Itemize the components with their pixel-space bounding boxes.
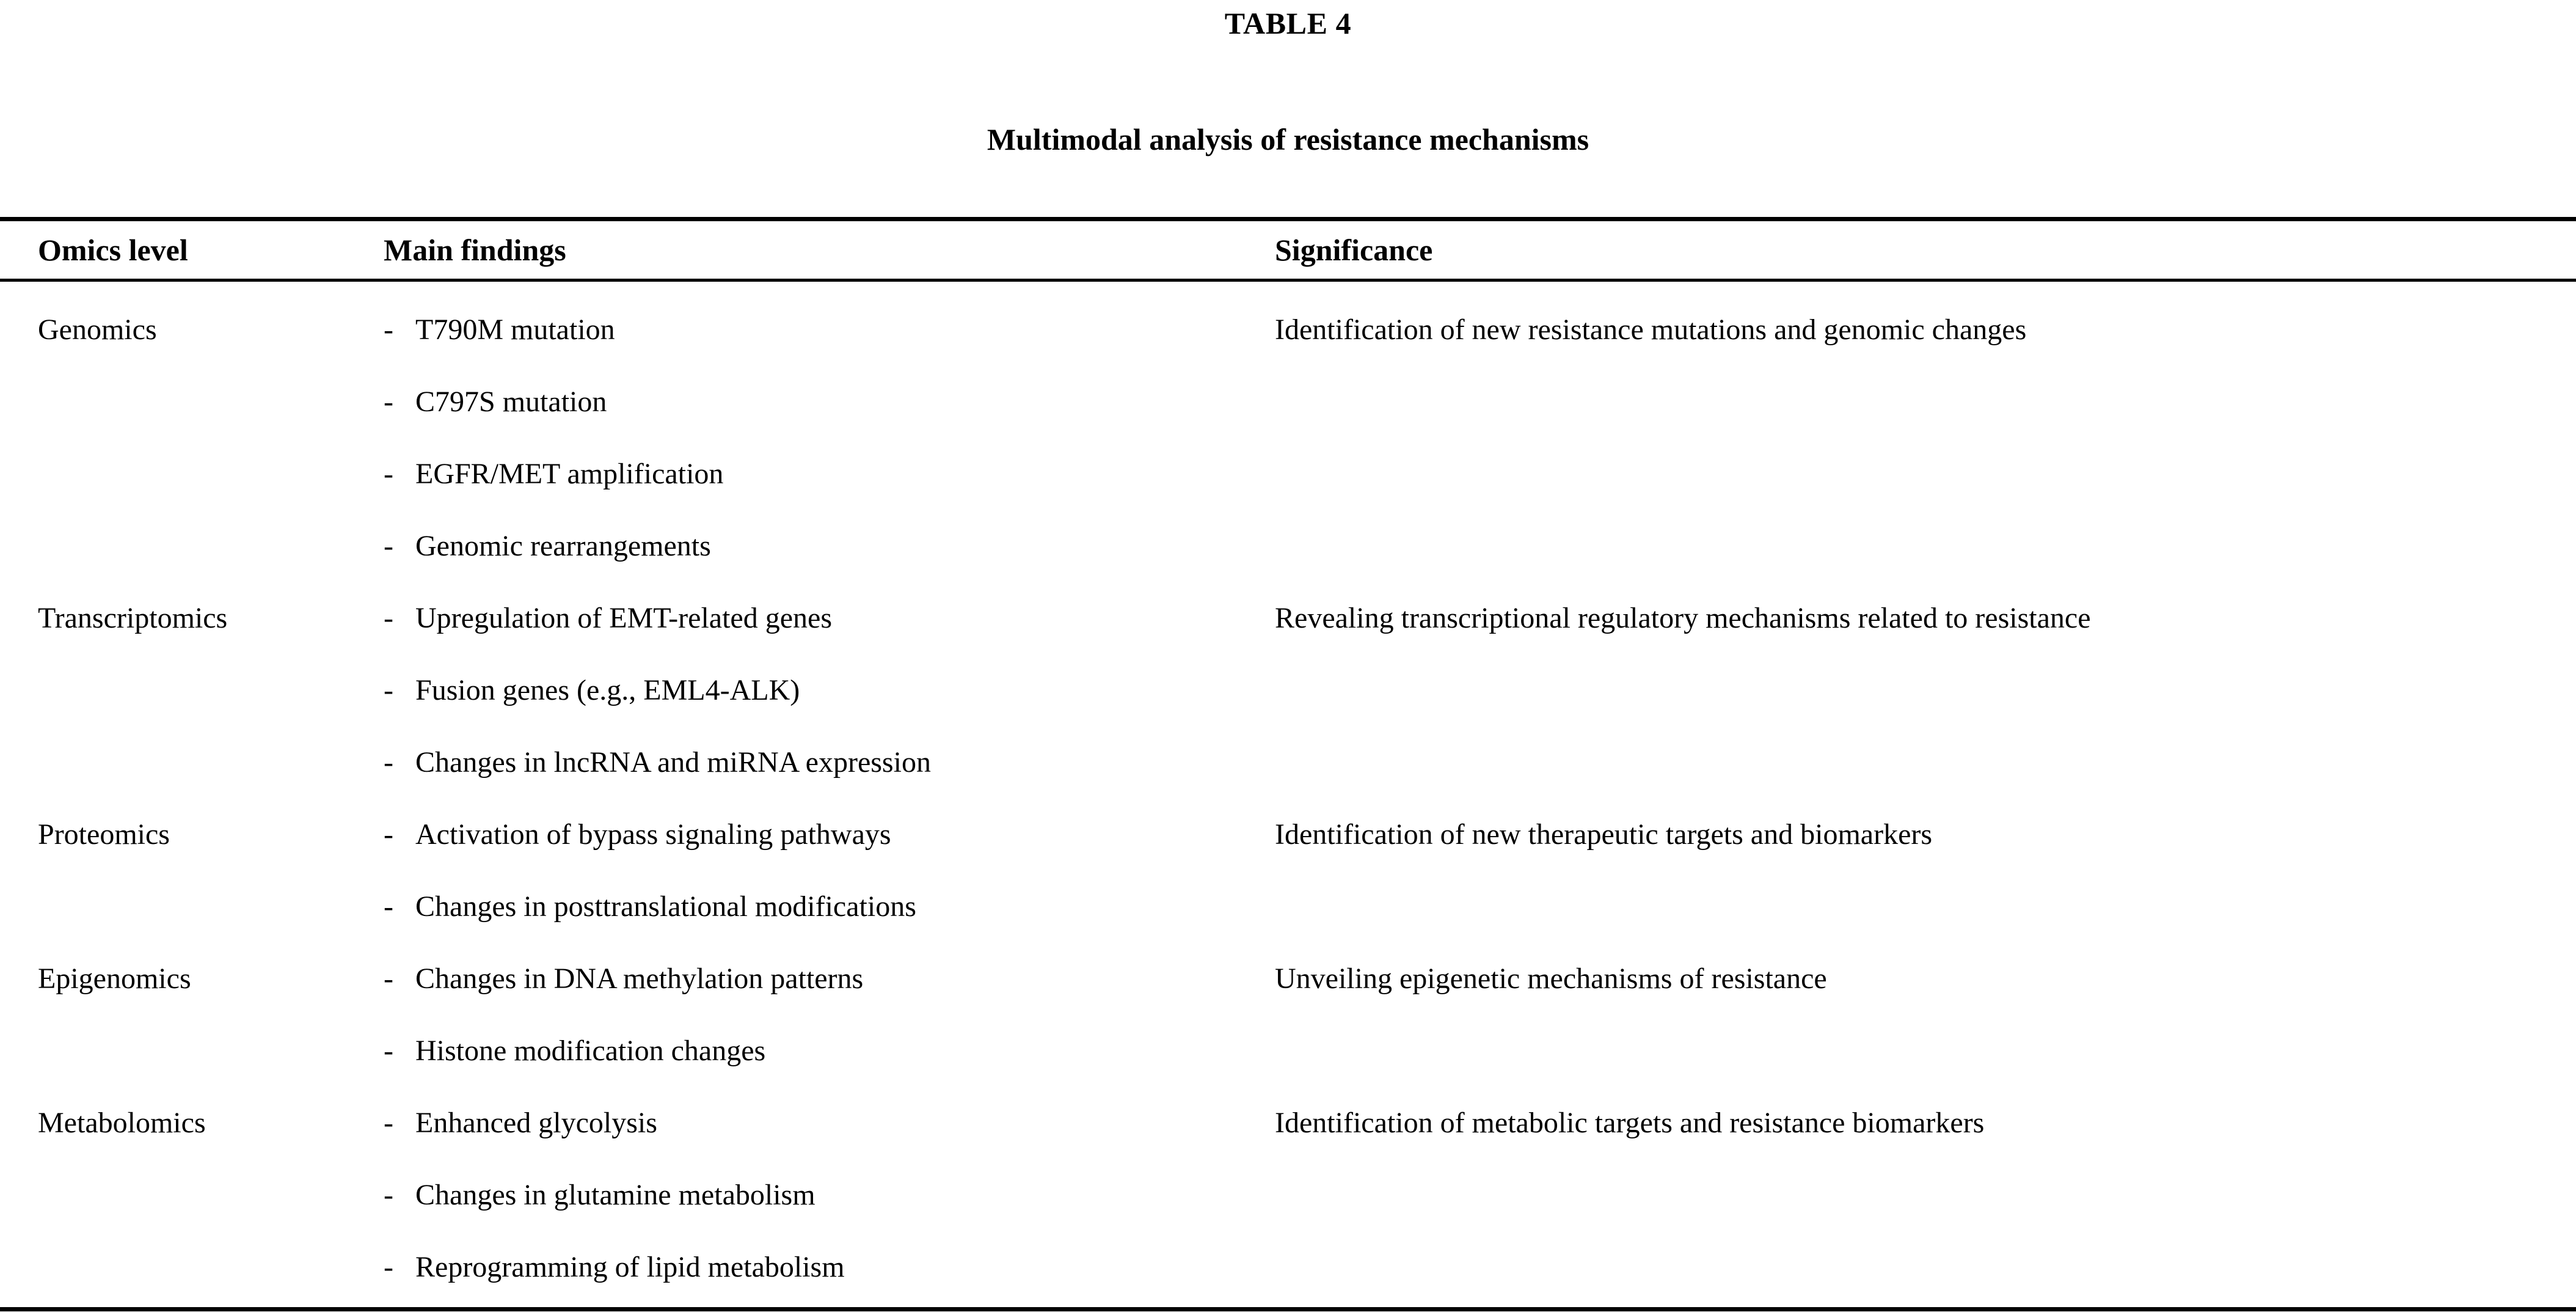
bullet-dash-icon: - bbox=[384, 1107, 393, 1139]
cell-omics-level: Epigenomics bbox=[38, 962, 191, 995]
main-finding-item: -Reprogramming of lipid metabolism bbox=[384, 1231, 1261, 1303]
main-finding-text: Activation of bypass signaling pathways bbox=[415, 818, 891, 851]
bullet-dash-icon: - bbox=[384, 530, 393, 562]
table-row: Transcriptomics-Upregulation of EMT-rela… bbox=[0, 582, 2576, 799]
bullet-dash-icon: - bbox=[384, 1251, 393, 1283]
table-row: Genomics-T790M mutation-C797S mutation-E… bbox=[0, 280, 2576, 583]
cell-omics-level: Genomics bbox=[38, 313, 157, 346]
main-finding-text: EGFR/MET amplification bbox=[415, 458, 724, 490]
column-header-significance-label: Significance bbox=[1275, 233, 1433, 267]
bullet-dash-icon: - bbox=[384, 674, 393, 706]
cell-omics-level: Transcriptomics bbox=[38, 602, 228, 634]
column-header-omics-level-label: Omics level bbox=[38, 233, 188, 267]
column-header-omics-level: Omics level bbox=[0, 217, 379, 282]
main-finding-text: Histone modification changes bbox=[415, 1035, 766, 1067]
table-caption-block: TABLE 4 Multimodal analysis of resistanc… bbox=[0, 0, 2576, 158]
main-finding-item: -T790M mutation bbox=[384, 294, 1261, 366]
table-header: Omics level Main findings Significance bbox=[0, 217, 2576, 282]
table-title: Multimodal analysis of resistance mechan… bbox=[987, 122, 1589, 156]
main-finding-item: -Changes in lncRNA and miRNA expression bbox=[384, 727, 1261, 799]
main-finding-item: -Genomic rearrangements bbox=[384, 510, 1261, 582]
cell-significance: Revealing transcriptional regulatory mec… bbox=[1275, 602, 2091, 634]
cell-main-findings: -Upregulation of EMT-related genes-Fusio… bbox=[379, 582, 1261, 799]
cell-significance: Identification of metabolic targets and … bbox=[1275, 1107, 1985, 1139]
main-finding-text: Reprogramming of lipid metabolism bbox=[415, 1251, 845, 1283]
table-row: Metabolomics-Enhanced glycolysis-Changes… bbox=[0, 1087, 2576, 1303]
main-finding-text: C797S mutation bbox=[415, 386, 607, 418]
cell-significance: Identification of new therapeutic target… bbox=[1275, 818, 1933, 851]
cell-main-findings: -Enhanced glycolysis-Changes in glutamin… bbox=[379, 1087, 1261, 1303]
cell-main-findings: -Activation of bypass signaling pathways… bbox=[379, 799, 1261, 943]
bullet-dash-icon: - bbox=[384, 746, 393, 779]
main-finding-text: Changes in posttranslational modificatio… bbox=[415, 890, 916, 923]
column-header-main-findings-label: Main findings bbox=[384, 233, 566, 267]
bullet-dash-icon: - bbox=[384, 818, 393, 851]
column-header-main-findings: Main findings bbox=[379, 217, 1261, 282]
main-finding-text: Changes in glutamine metabolism bbox=[415, 1179, 815, 1211]
bullet-dash-icon: - bbox=[384, 1035, 393, 1067]
bullet-dash-icon: - bbox=[384, 890, 393, 923]
bullet-dash-icon: - bbox=[384, 386, 393, 418]
bullet-dash-icon: - bbox=[384, 962, 393, 995]
main-finding-text: Fusion genes (e.g., EML4-ALK) bbox=[415, 674, 800, 706]
table-bottom-rule bbox=[0, 1307, 2576, 1311]
cell-significance: Identification of new resistance mutatio… bbox=[1275, 313, 2027, 346]
main-finding-item: -Upregulation of EMT-related genes bbox=[384, 582, 1261, 654]
bullet-dash-icon: - bbox=[384, 602, 393, 634]
main-finding-item: -Changes in glutamine metabolism bbox=[384, 1159, 1261, 1231]
cell-main-findings: -T790M mutation-C797S mutation-EGFR/MET … bbox=[379, 280, 1261, 583]
main-finding-text: Upregulation of EMT-related genes bbox=[415, 602, 833, 634]
cell-omics-level: Metabolomics bbox=[38, 1107, 206, 1139]
column-header-significance: Significance bbox=[1261, 217, 2576, 282]
multimodal-resistance-table: Omics level Main findings Significance G… bbox=[0, 217, 2576, 1303]
cell-main-findings: -Changes in DNA methylation patterns-His… bbox=[379, 943, 1261, 1087]
table-body: Genomics-T790M mutation-C797S mutation-E… bbox=[0, 280, 2576, 1304]
table-row: Epigenomics-Changes in DNA methylation p… bbox=[0, 943, 2576, 1087]
main-finding-text: Changes in DNA methylation patterns bbox=[415, 962, 864, 995]
table-number-label: TABLE 4 bbox=[1224, 6, 1352, 40]
main-finding-item: -Changes in DNA methylation patterns bbox=[384, 943, 1261, 1015]
main-finding-item: -Histone modification changes bbox=[384, 1015, 1261, 1087]
cell-significance: Unveiling epigenetic mechanisms of resis… bbox=[1275, 962, 1827, 995]
main-finding-item: -Enhanced glycolysis bbox=[384, 1087, 1261, 1159]
bullet-dash-icon: - bbox=[384, 313, 393, 346]
cell-omics-level: Proteomics bbox=[38, 818, 170, 851]
main-finding-item: -Fusion genes (e.g., EML4-ALK) bbox=[384, 654, 1261, 727]
main-finding-text: T790M mutation bbox=[415, 313, 615, 346]
main-finding-text: Genomic rearrangements bbox=[415, 530, 711, 562]
main-finding-item: -Changes in posttranslational modificati… bbox=[384, 871, 1261, 943]
main-finding-text: Changes in lncRNA and miRNA expression bbox=[415, 746, 931, 779]
bullet-dash-icon: - bbox=[384, 1179, 393, 1211]
bullet-dash-icon: - bbox=[384, 458, 393, 490]
table-header-row: Omics level Main findings Significance bbox=[0, 217, 2576, 282]
main-finding-item: -Activation of bypass signaling pathways bbox=[384, 799, 1261, 871]
table-container: Omics level Main findings Significance G… bbox=[0, 217, 2576, 1311]
main-finding-text: Enhanced glycolysis bbox=[415, 1107, 657, 1139]
table-row: Proteomics-Activation of bypass signalin… bbox=[0, 799, 2576, 943]
main-finding-item: -EGFR/MET amplification bbox=[384, 438, 1261, 510]
main-finding-item: -C797S mutation bbox=[384, 366, 1261, 438]
